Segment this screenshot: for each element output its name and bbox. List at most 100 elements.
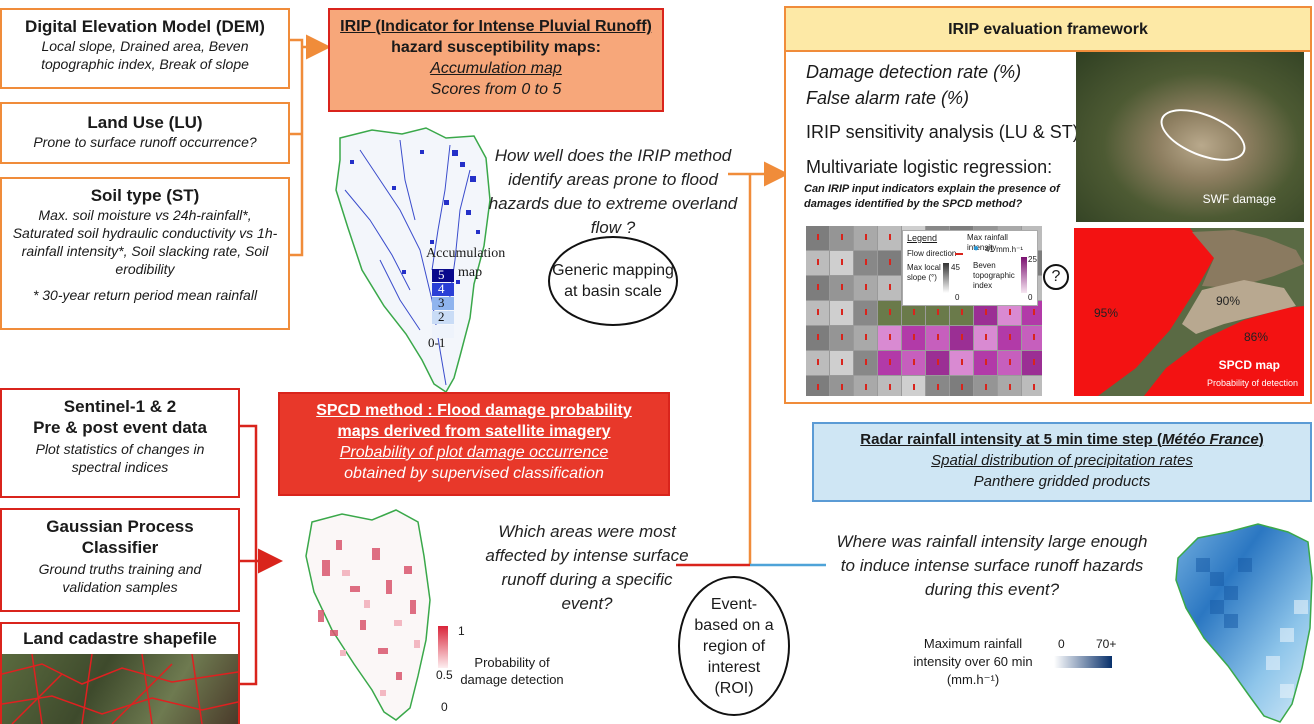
radar-legend-label2: intensity over 60 min bbox=[913, 654, 1033, 669]
irip-map-name: Accumulation map bbox=[430, 60, 562, 77]
irip-box: IRIP (Indicator for Intense Pluvial Runo… bbox=[328, 8, 664, 112]
spcd-result-shapes bbox=[1074, 228, 1304, 396]
irip-legend-label: 4 bbox=[438, 281, 445, 296]
flow-arrow-icon bbox=[817, 309, 819, 315]
cadastre-plot-lines bbox=[2, 654, 238, 724]
flow-arrow-icon bbox=[985, 334, 987, 340]
inset-grid-cell bbox=[902, 301, 925, 325]
question-mark: ? bbox=[1051, 268, 1061, 285]
inset-grid-cell bbox=[806, 251, 829, 275]
spcd-pct-2: 90% bbox=[1216, 294, 1241, 308]
question-mark-circle: ? bbox=[1043, 264, 1069, 290]
inset-grid-cell bbox=[854, 326, 877, 350]
radar-sub2: Panthere gridded products bbox=[973, 473, 1151, 490]
inset-grid-cell bbox=[854, 251, 877, 275]
flow-arrow-icon bbox=[937, 334, 939, 340]
flow-arrow-icon bbox=[841, 334, 843, 340]
radar-basin-map bbox=[1168, 518, 1314, 724]
flow-arrow-icon bbox=[841, 234, 843, 240]
land-use-desc: Prone to surface runoff occurrence? bbox=[33, 134, 257, 150]
spcd-legend-mid: 0.5 bbox=[436, 668, 453, 682]
flow-arrow-icon bbox=[889, 384, 891, 390]
inset-beven-min: 0 bbox=[1028, 293, 1033, 302]
inset-maxrain-value: 41 mm.h⁻¹ bbox=[985, 245, 1024, 254]
flow-arrow-icon bbox=[841, 384, 843, 390]
inset-grid-cell bbox=[926, 326, 949, 350]
flow-arrow-icon bbox=[913, 384, 915, 390]
inset-grid-cell bbox=[830, 251, 853, 275]
dem-desc: Local slope, Drained area, Beven topogra… bbox=[41, 38, 249, 72]
radar-basin-shape bbox=[1175, 523, 1313, 723]
flow-arrow-icon bbox=[1033, 309, 1035, 315]
inset-grid-cell bbox=[926, 351, 949, 375]
inset-grid-cell bbox=[878, 301, 901, 325]
inset-grid-cell bbox=[974, 301, 997, 325]
spcd-legend-colorbar bbox=[438, 626, 448, 668]
flow-arrow-icon bbox=[937, 384, 939, 390]
flow-arrow-icon bbox=[889, 234, 891, 240]
flow-arrow-icon bbox=[961, 384, 963, 390]
flow-arrow-icon bbox=[955, 253, 963, 255]
radar-legend-min: 0 bbox=[1058, 637, 1065, 651]
flow-arrow-icon bbox=[961, 309, 963, 315]
irip-legend-map: map bbox=[458, 265, 483, 280]
radar-legend-unit: (mm.h⁻¹) bbox=[946, 672, 1000, 687]
inset-grid-cell bbox=[830, 326, 853, 350]
eval-regression-question: Can IRIP input indicators explain the pr… bbox=[804, 183, 1060, 210]
flow-arrow-icon bbox=[1009, 359, 1011, 365]
radar-title-a: Radar rainfall intensity at 5 min time s… bbox=[860, 431, 1163, 448]
flow-arrow-icon bbox=[817, 234, 819, 240]
inset-grid-cell bbox=[854, 226, 877, 250]
flow-arrow-icon bbox=[817, 359, 819, 365]
spcd-pct-3: 86% bbox=[1244, 330, 1269, 344]
irip-scores: Scores from 0 to 5 bbox=[430, 81, 562, 98]
sentinel-desc: Plot statistics of changes in spectral i… bbox=[35, 441, 205, 475]
inset-grid-cell bbox=[878, 376, 901, 396]
soil-type-title: Soil type (ST) bbox=[90, 186, 200, 205]
radar-title-c: ) bbox=[1258, 431, 1264, 448]
inset-grid-cell bbox=[950, 301, 973, 325]
sentinel-title1: Sentinel-1 & 2 bbox=[63, 397, 177, 416]
inset-grid-cell bbox=[1022, 326, 1042, 350]
inset-grid-cell bbox=[878, 251, 901, 275]
flow-arrow-icon bbox=[937, 309, 939, 315]
eval-header: IRIP evaluation framework bbox=[786, 8, 1310, 52]
dem-box: Digital Elevation Model (DEM) Local slop… bbox=[0, 8, 290, 89]
swf-damage-photo: SWF damage bbox=[1076, 52, 1304, 222]
event-text: Event-based on a region of interest (ROI… bbox=[694, 595, 774, 697]
flow-arrow-icon bbox=[841, 309, 843, 315]
flow-arrow-icon bbox=[841, 259, 843, 265]
gpc-desc: Ground truths training and validation sa… bbox=[38, 561, 202, 595]
land-use-box: Land Use (LU) Prone to surface runoff oc… bbox=[0, 102, 290, 164]
irip-legend-title: Accumulation bbox=[426, 246, 506, 261]
flow-arrow-icon bbox=[865, 234, 867, 240]
eval-rate2: False alarm rate (%) bbox=[806, 88, 970, 108]
inset-grid-cell bbox=[902, 351, 925, 375]
flow-arrow-icon bbox=[865, 359, 867, 365]
cadastre-title: Land cadastre shapefile bbox=[23, 629, 217, 648]
inset-flow-label: Flow direction bbox=[907, 249, 957, 258]
raindrop-icon: ● bbox=[973, 243, 980, 254]
flow-arrow-icon bbox=[985, 359, 987, 365]
inset-grid-cell bbox=[830, 226, 853, 250]
flow-arrow-icon bbox=[1009, 309, 1011, 315]
inset-grid-cell bbox=[854, 301, 877, 325]
inset-grid-cell bbox=[950, 376, 973, 396]
gpc-box: Gaussian Process Classifier Ground truth… bbox=[0, 508, 240, 612]
inset-grid-cell bbox=[806, 226, 829, 250]
spcd-legend-max: 1 bbox=[458, 624, 465, 638]
inset-grid-cell bbox=[830, 351, 853, 375]
generic-mapping-text: Generic mapping at basin scale bbox=[552, 262, 674, 300]
flow-arrow-icon bbox=[817, 384, 819, 390]
gpc-title: Gaussian Process Classifier bbox=[46, 517, 194, 557]
inset-grid-cell bbox=[1022, 376, 1042, 396]
inset-grid-cell bbox=[998, 301, 1021, 325]
flow-arrow-icon bbox=[865, 384, 867, 390]
spcd-result-map: 95% 90% 86% SPCD map Probability of dete… bbox=[1074, 228, 1304, 396]
flow-arrow-icon bbox=[817, 284, 819, 290]
flow-arrow-icon bbox=[889, 259, 891, 265]
flow-arrow-icon bbox=[1009, 334, 1011, 340]
irip-legend-swatch bbox=[432, 283, 454, 296]
slope-colorbar bbox=[943, 263, 949, 293]
